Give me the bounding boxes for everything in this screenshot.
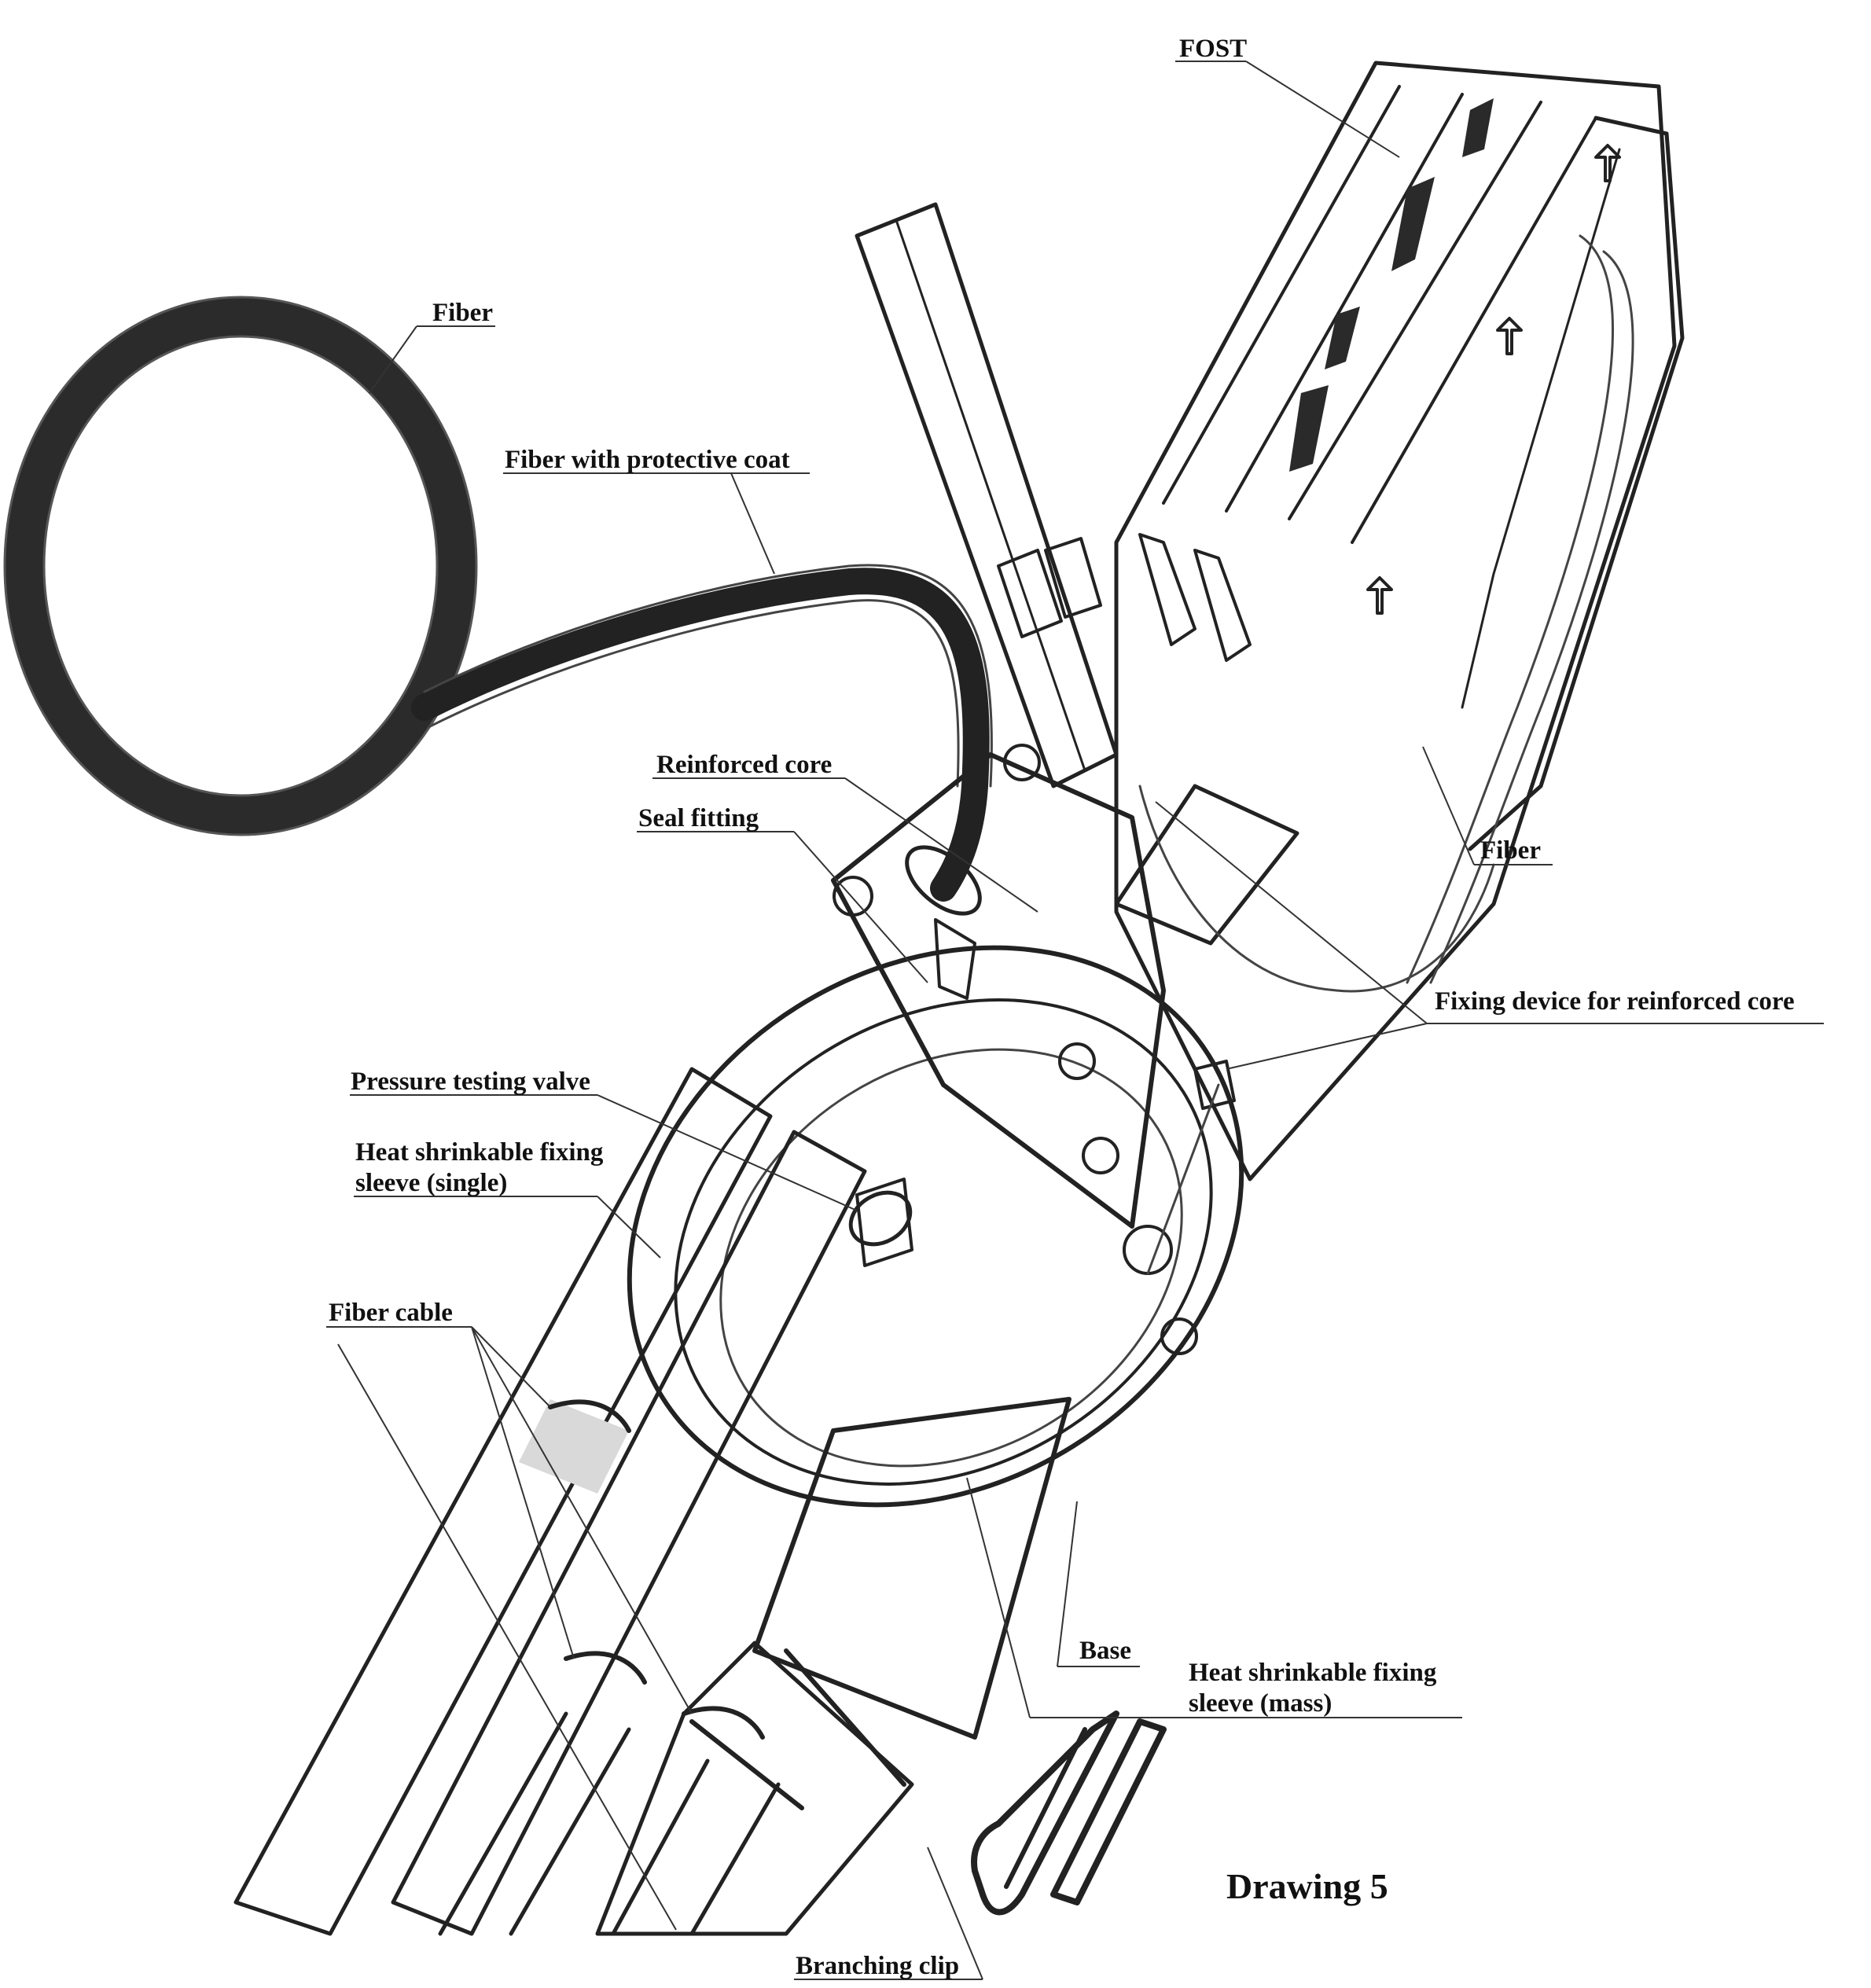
labels: FOST Fiber Fiber with protective coat Re… bbox=[329, 35, 1795, 1980]
label-fiber-cable: Fiber cable bbox=[329, 1299, 453, 1327]
label-seal-fitting: Seal fitting bbox=[638, 804, 759, 832]
protective-coat-tube bbox=[411, 564, 993, 902]
label-fiber-right: Fiber bbox=[1480, 836, 1541, 865]
diagram-title: Drawing 5 bbox=[1226, 1866, 1388, 1906]
fiber-coil bbox=[3, 296, 478, 836]
fiber-cables bbox=[233, 1067, 1072, 1936]
label-base: Base bbox=[1079, 1637, 1131, 1665]
splice-tray-left bbox=[855, 202, 1252, 788]
label-pressure-valve: Pressure testing valve bbox=[351, 1067, 590, 1096]
label-fost: FOST bbox=[1179, 35, 1247, 63]
label-fiber-protective-coat: Fiber with protective coat bbox=[505, 446, 790, 474]
label-heat-mass-line1: Heat shrinkable fixing bbox=[1189, 1659, 1437, 1687]
branching-clip bbox=[971, 1711, 1167, 1916]
closure-base bbox=[627, 744, 1244, 1508]
label-heat-single-line2: sleeve (single) bbox=[355, 1169, 507, 1197]
leader-lines bbox=[326, 61, 1824, 1980]
routed-fibers bbox=[1138, 234, 1634, 993]
fost-tray-stack bbox=[1114, 61, 1685, 1181]
label-fixing-device: Fixing device for reinforced core bbox=[1435, 987, 1795, 1016]
label-reinforced-core: Reinforced core bbox=[656, 751, 832, 779]
label-heat-single-line1: Heat shrinkable fixing bbox=[355, 1138, 604, 1167]
label-branching-clip: Branching clip bbox=[796, 1952, 959, 1980]
label-heat-mass-line2: sleeve (mass) bbox=[1189, 1689, 1332, 1718]
label-fiber-top: Fiber bbox=[432, 299, 493, 327]
